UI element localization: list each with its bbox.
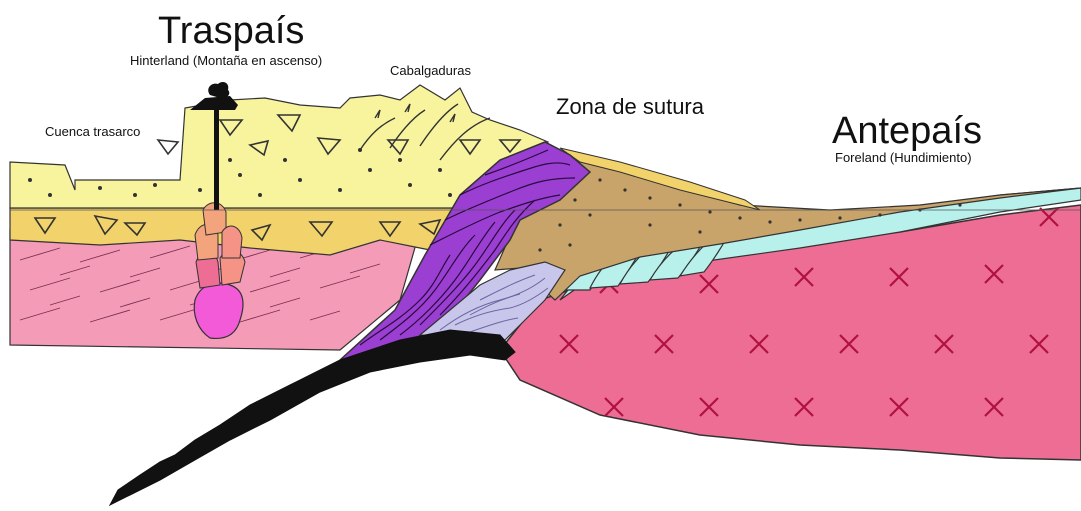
- subducting-slab: [110, 330, 515, 505]
- volcano-cone-icon: [190, 96, 238, 110]
- hinterland-label: Hinterland (Montaña en ascenso): [130, 54, 322, 67]
- magma-body-magenta: [194, 283, 243, 338]
- cuenca-trasarco-label: Cuenca trasarco: [45, 125, 140, 138]
- antepais-title: Antepaís: [832, 112, 982, 150]
- magma-body-orange-3: [222, 226, 242, 258]
- traspais-title: Traspaís: [158, 12, 304, 50]
- foreland-label: Foreland (Hundimiento): [835, 151, 972, 164]
- volcanic-conduit: [214, 100, 219, 210]
- eruption-plume-icon: [208, 82, 229, 98]
- zona-sutura-label: Zona de sutura: [556, 96, 704, 118]
- cabalgaduras-label: Cabalgaduras: [390, 64, 471, 77]
